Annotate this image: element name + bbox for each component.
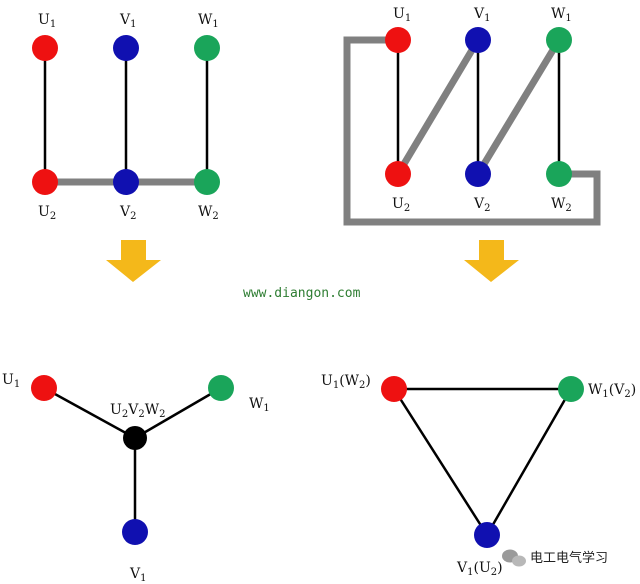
label-u2: U2 [38,204,56,222]
terminal-u2 [385,161,411,187]
terminal-u2 [32,169,58,195]
node-v1 [474,522,500,548]
terminal-w2 [546,161,572,187]
delta-link-outer-loop [343,36,601,226]
node-v1 [122,519,148,545]
label-u1: U1 [38,12,56,30]
label-v1: V1 [119,12,137,30]
node-u1 [31,375,57,401]
label-u2: U2 [392,196,410,214]
label-u1-w2: U1(W2) [321,373,371,391]
terminal-v1 [465,27,491,53]
star-connection: U1 W1 V1 U2V2W2 [2,372,270,584]
chat-bubble-icon [502,549,526,567]
brand-watermark: 电工电气学习 [502,549,608,567]
star-branch-w [134,386,222,440]
label-w1: W1 [551,6,572,24]
down-arrow-left [106,240,161,282]
label-w1: W1 [249,396,270,414]
node-w1 [208,375,234,401]
label-v1: V1 [473,6,491,24]
website-watermark: www.diangon.com [243,286,361,301]
terminal-w1 [546,27,572,53]
label-v2: V2 [119,204,137,222]
star-point [123,426,147,450]
node-w1 [558,376,584,402]
down-arrow-right [464,240,519,282]
terminal-w1 [194,35,220,61]
star-terminal-panel: U1 V1 W1 U2 V2 W2 [32,12,220,222]
delta-triangle [391,387,574,538]
label-v1: V1 [129,566,147,584]
label-u1: U1 [2,372,20,390]
terminal-w2 [194,169,220,195]
delta-connection: U1(W2) W1(V2) V1(U2) [321,373,636,578]
node-u1 [381,376,407,402]
delta-terminal-panel: U1 V1 W1 U2 V2 W2 [343,6,601,226]
label-v2: V2 [473,196,491,214]
terminal-v1 [113,35,139,61]
terminal-v2 [465,161,491,187]
delta-link-v2-w1 [475,38,562,176]
terminal-v2 [113,169,139,195]
delta-link-u2-v1 [394,38,482,176]
label-w1-v2: W1(V2) [588,382,636,400]
terminal-u1 [32,35,58,61]
label-w1: W1 [198,12,219,30]
label-u1: U1 [393,6,411,24]
label-w2: W2 [551,196,572,214]
label-v1-u2: V1(U2) [456,560,503,578]
terminal-u1 [385,27,411,53]
label-star-point: U2V2W2 [110,402,165,420]
label-w2: W2 [198,204,219,222]
star-branch-u [43,386,136,440]
brand-caption: 电工电气学习 [530,550,608,566]
